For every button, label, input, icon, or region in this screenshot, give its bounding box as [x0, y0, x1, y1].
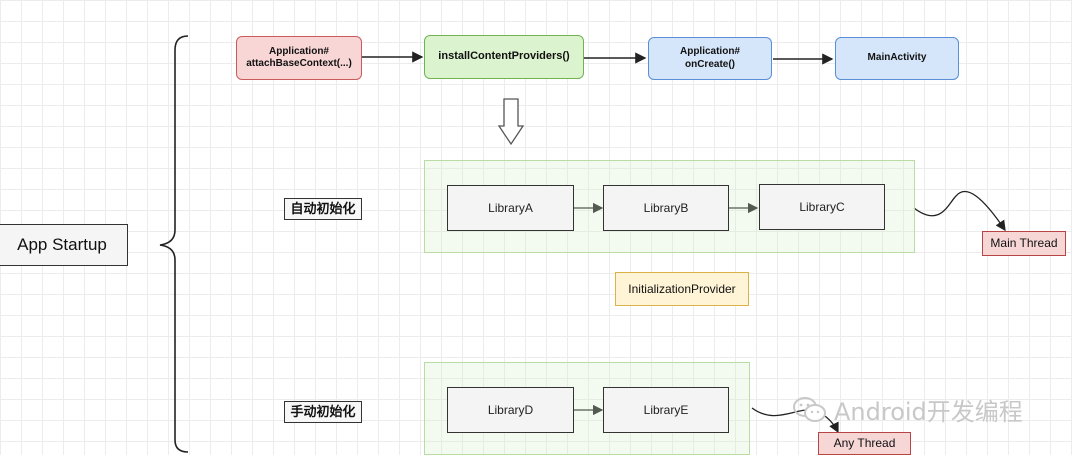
auto-init-label: 自动初始化: [284, 198, 362, 220]
library-b: LibraryB: [603, 185, 729, 231]
app-startup-box: App Startup: [0, 224, 128, 266]
flow-node-attach-base-context: Application# attachBaseContext(...): [236, 36, 362, 80]
main-thread-box: Main Thread: [982, 231, 1066, 256]
flow-node-main-activity: MainActivity: [835, 37, 959, 80]
flow-node-application-oncreate: Application# onCreate(): [648, 37, 772, 80]
any-thread-box: Any Thread: [818, 432, 911, 455]
hollow-down-arrow: [497, 98, 525, 146]
library-e: LibraryE: [603, 387, 729, 433]
flow-node-install-content-providers: installContentProviders(): [424, 35, 584, 79]
library-a: LibraryA: [447, 185, 574, 231]
manual-init-label: 手动初始化: [284, 401, 362, 423]
watermark-text: Android开发编程: [834, 398, 1023, 426]
library-c: LibraryC: [759, 184, 885, 230]
library-d: LibraryD: [447, 387, 574, 433]
watermark: Android开发编程: [792, 392, 1023, 427]
curve-to-main-thread: [913, 190, 1006, 232]
initialization-provider-box: InitializationProvider: [615, 272, 749, 306]
startup-brace: [159, 35, 189, 453]
wechat-logo-icon: [793, 396, 826, 422]
